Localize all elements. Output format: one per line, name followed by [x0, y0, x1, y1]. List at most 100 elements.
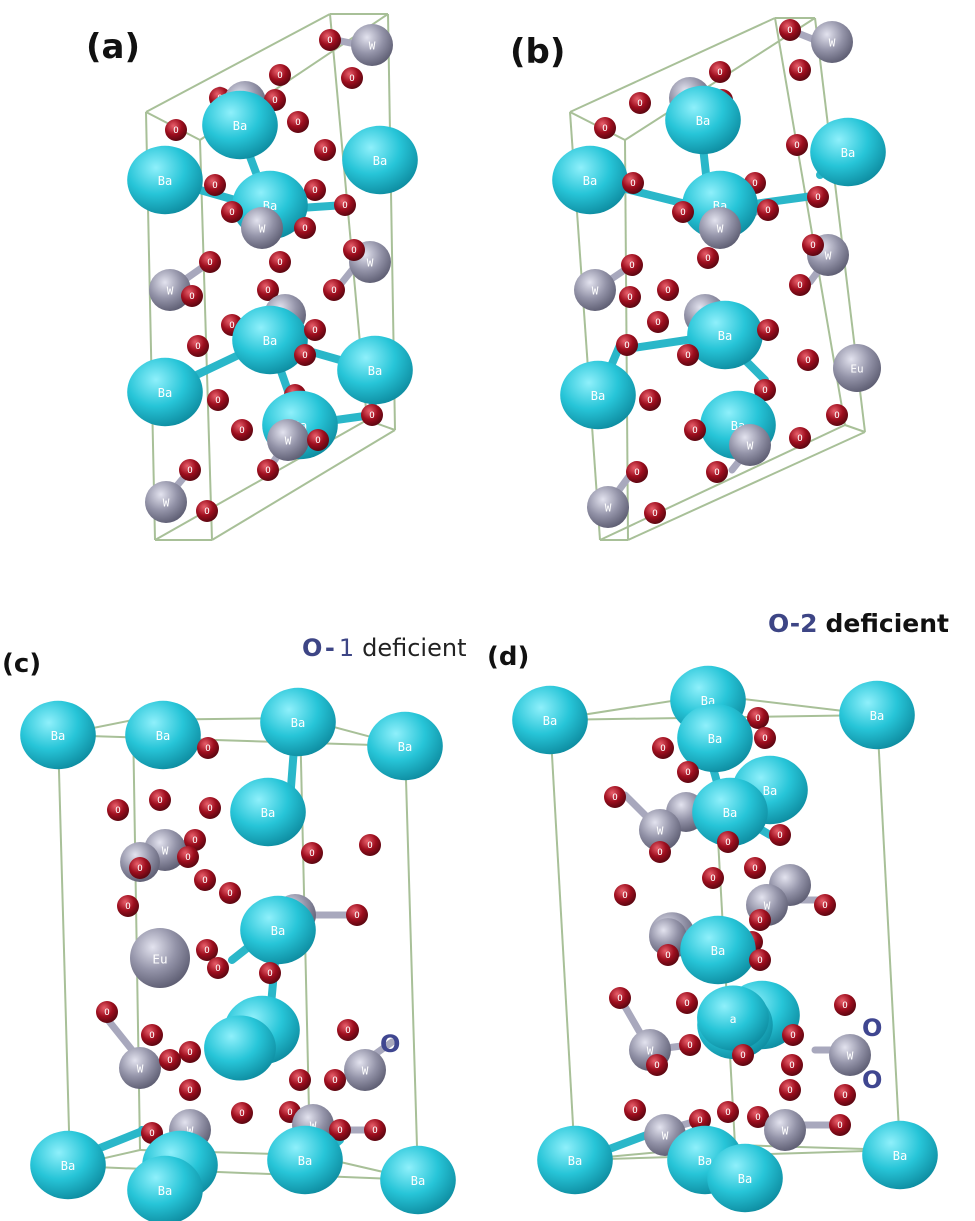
- ba-atom: Ba: [202, 90, 278, 160]
- o-atom: O: [622, 172, 644, 194]
- o-atom: O: [629, 92, 651, 114]
- unit-cell-edge-d-4: [549, 719, 576, 1161]
- ba-atom: Ba: [810, 117, 886, 187]
- unit-cell-edge-a-0: [145, 13, 331, 113]
- o-atom: O: [301, 842, 323, 864]
- ba-atom: Ba: [512, 685, 588, 755]
- eu-atom: Eu: [130, 928, 190, 988]
- o-atom: O: [744, 857, 766, 879]
- w-atom: W: [145, 481, 187, 523]
- unit-cell-edge-c-3: [57, 734, 406, 747]
- ba-atom: Ba: [127, 357, 203, 427]
- ba-atom: Ba: [665, 85, 741, 155]
- o-atom: O: [706, 461, 728, 483]
- panel-d-label: (d): [487, 642, 529, 672]
- o-atom: O: [616, 334, 638, 356]
- o-atom: O: [307, 429, 329, 451]
- o-atom: O: [207, 389, 229, 411]
- unit-cell-edge-c-5: [404, 745, 419, 1181]
- o-atom: O: [732, 1044, 754, 1066]
- o-atom: O: [834, 1084, 856, 1106]
- ba-atom: Ba: [260, 687, 336, 757]
- o-atom: O: [676, 992, 698, 1014]
- w-atom: W: [267, 419, 309, 461]
- panel-a-label: (a): [86, 27, 140, 67]
- o-atom: O: [609, 987, 631, 1009]
- ba-atom: Ba: [707, 1143, 783, 1213]
- o-atom: O: [779, 19, 801, 41]
- ba-atom: Ba: [380, 1145, 456, 1215]
- o-atom: O: [294, 217, 316, 239]
- o-atom: O: [107, 799, 129, 821]
- panel-d-note-text: deficient: [826, 609, 950, 638]
- panel-b-label: (b): [510, 32, 565, 72]
- panel-c-note-number: 1: [339, 634, 354, 662]
- panel-d-vacancy-marker-1: O: [862, 1014, 882, 1042]
- o-atom: O: [709, 61, 731, 83]
- o-atom: O: [677, 761, 699, 783]
- ba-atom: Ba: [337, 335, 413, 405]
- w-atom: W: [729, 424, 771, 466]
- o-atom: O: [781, 1054, 803, 1076]
- o-atom: O: [789, 427, 811, 449]
- ba-atom: Ba: [862, 1120, 938, 1190]
- o-atom: O: [361, 404, 383, 426]
- o-atom: O: [181, 285, 203, 307]
- o-atom: O: [287, 111, 309, 133]
- o-atom: O: [269, 251, 291, 273]
- ba-atom: Ba: [127, 1155, 203, 1221]
- unit-cell-edge-b-11: [844, 424, 866, 433]
- panel-c-note-symbol: O: [302, 634, 323, 662]
- ba-atom: Ba: [367, 711, 443, 781]
- o-atom: O: [324, 1069, 346, 1091]
- o-atom: O: [639, 389, 661, 411]
- panel-d-note-prefix: O-2: [768, 609, 818, 638]
- o-atom: O: [679, 1034, 701, 1056]
- ba-atom: Ba: [127, 145, 203, 215]
- o-atom: O: [624, 1099, 646, 1121]
- o-atom: O: [747, 707, 769, 729]
- bond-c-4: [91, 1124, 154, 1154]
- o-atom: O: [231, 1102, 253, 1124]
- panel-d-vacancy-marker-2: O: [862, 1066, 882, 1094]
- o-atom: O: [159, 1049, 181, 1071]
- o-atom: O: [621, 254, 643, 276]
- o-atom: O: [594, 117, 616, 139]
- unit-cell-edge-c-4: [57, 734, 71, 1167]
- ba-atom: Ba: [687, 300, 763, 370]
- ba-atom: Ba: [125, 700, 201, 770]
- o-atom: O: [269, 64, 291, 86]
- ba-atom: Ba: [537, 1125, 613, 1195]
- o-atom: O: [807, 186, 829, 208]
- o-atom: O: [789, 59, 811, 81]
- w-atom: W: [119, 1047, 161, 1089]
- unit-cell-edge-c-11: [69, 1165, 419, 1181]
- o-atom: O: [117, 895, 139, 917]
- o-atom: O: [364, 1119, 386, 1141]
- o-atom: O: [789, 274, 811, 296]
- o-atom: O: [219, 882, 241, 904]
- o-atom: O: [334, 194, 356, 216]
- ba-atom: Ba: [267, 1125, 343, 1195]
- panel-c-vacancy-marker: O: [380, 1030, 400, 1058]
- ba-atom: Ba: [240, 895, 316, 965]
- o-atom: O: [179, 459, 201, 481]
- unit-cell-edge-a-9: [211, 429, 396, 541]
- ba-atom: Ba: [839, 680, 915, 750]
- o-atom: O: [652, 737, 674, 759]
- o-atom: O: [749, 949, 771, 971]
- o-atom: O: [165, 119, 187, 141]
- o-atom: O: [702, 867, 724, 889]
- o-atom: O: [802, 234, 824, 256]
- o-atom: O: [717, 1101, 739, 1123]
- ba-atom: Ba: [560, 360, 636, 430]
- o-atom: O: [672, 201, 694, 223]
- o-atom: O: [644, 502, 666, 524]
- o-atom: O: [257, 459, 279, 481]
- w-atom: [649, 918, 687, 956]
- ba-atom: Ba: [342, 125, 418, 195]
- o-atom: O: [626, 461, 648, 483]
- o-atom: O: [757, 319, 779, 341]
- unit-cell-edge-b-9: [627, 431, 866, 541]
